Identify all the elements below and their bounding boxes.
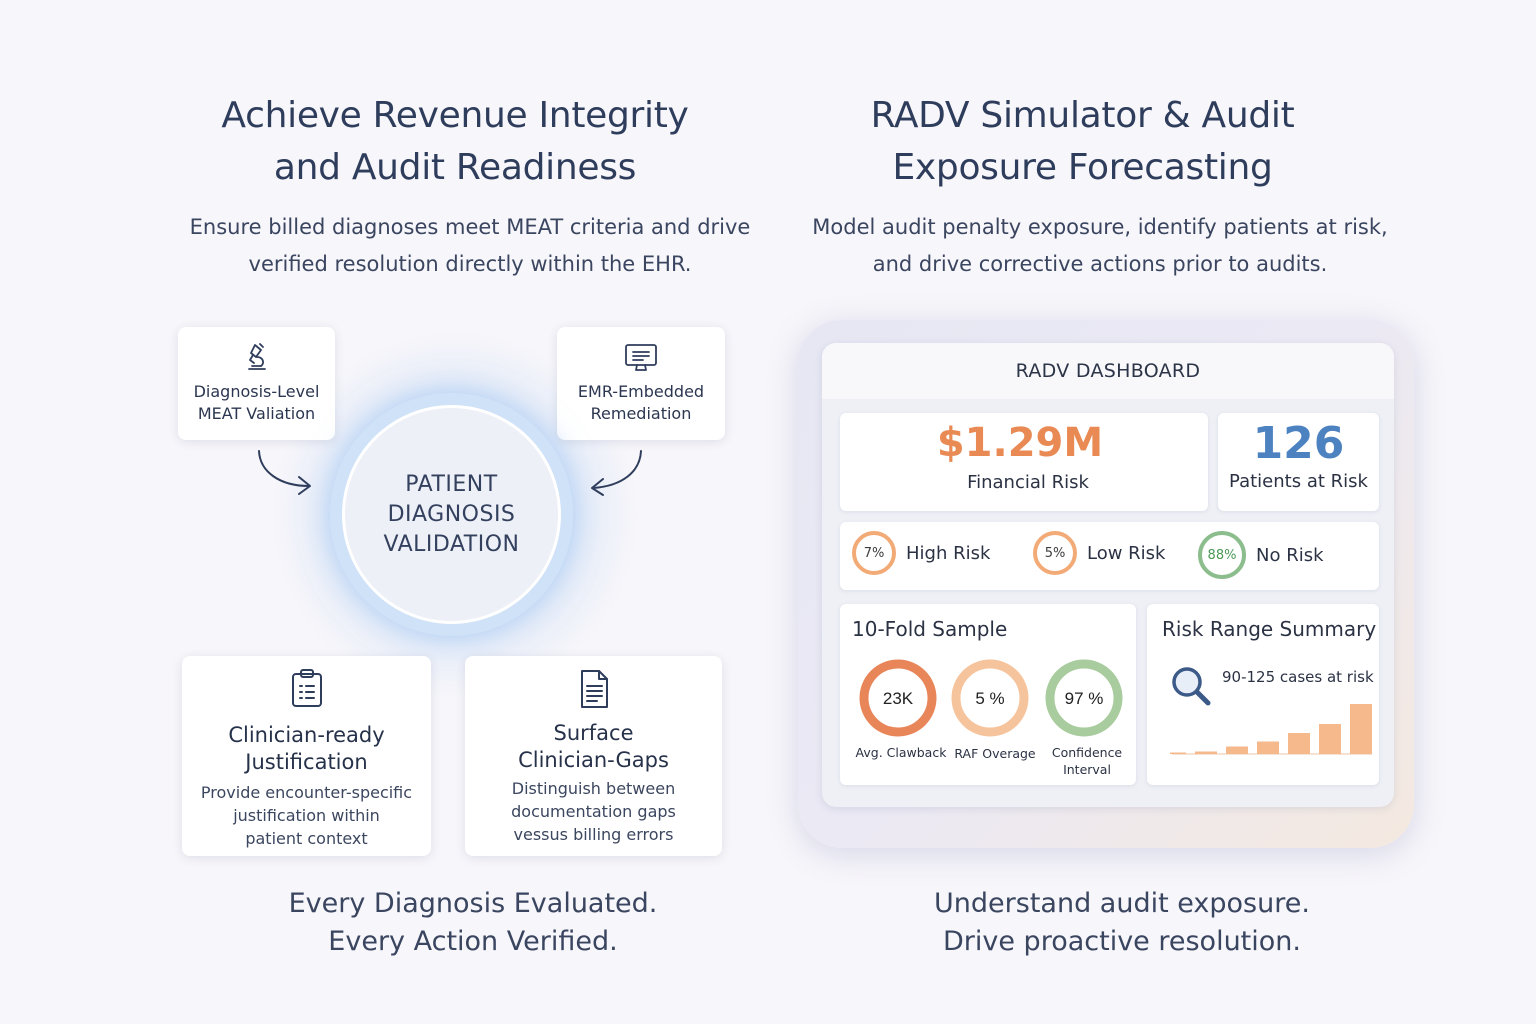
- risk-range-bar: [1319, 724, 1341, 754]
- center-line2: DIAGNOSIS: [387, 501, 516, 527]
- right-curved-arrow-icon: [591, 450, 642, 496]
- patients-at-risk-label: Patients at Risk: [1229, 471, 1368, 492]
- raf-overage-donut: 5 %: [951, 659, 1029, 737]
- high-risk-ring: 7%: [852, 531, 896, 575]
- left-tagline: Every Diagnosis Evaluated. Every Action …: [288, 888, 658, 957]
- gaps-desc-line1: Distinguish between: [511, 779, 676, 798]
- risk-range-bar: [1288, 733, 1310, 754]
- patients-at-risk-value: 126: [1252, 418, 1345, 469]
- risk-range-bar: [1350, 704, 1372, 754]
- no-risk-label: No Risk: [1256, 544, 1324, 566]
- left-heading: Achieve Revenue Integrity and Audit Read…: [221, 95, 689, 188]
- meat-card-line1: Diagnosis-Level: [193, 382, 320, 401]
- emr-card-line1: EMR-Embedded: [577, 382, 705, 401]
- emr-card-line2: Remediation: [590, 404, 692, 423]
- right-heading: RADV Simulator & Audit Exposure Forecast…: [870, 95, 1295, 188]
- microscope-icon: [247, 343, 266, 370]
- justification-desc-line2: justification within: [233, 806, 380, 825]
- risk-range-bar-chart: [1170, 704, 1372, 755]
- center-line3: VALIDATION: [383, 531, 520, 557]
- patient-diagnosis-validation-circle: PATIENT DIAGNOSIS VALIDATION: [342, 405, 561, 624]
- dashboard-title: RADV DASHBOARD: [822, 343, 1394, 399]
- confidence-donut: 97 %: [1045, 659, 1123, 737]
- document-icon: [580, 670, 608, 708]
- confidence-value: 97 %: [1065, 689, 1104, 708]
- clinician-gaps-card: Surface Clinician-Gaps Distinguish betwe…: [465, 656, 722, 856]
- search-icon: [1172, 667, 1211, 706]
- risk-range-bar: [1226, 746, 1248, 754]
- financial-risk-panel: [840, 413, 1208, 511]
- financial-risk-value: $1.29M: [936, 420, 1104, 466]
- high-risk-item: 7% High Risk: [852, 531, 990, 575]
- left-subheading: Ensure billed diagnoses meet MEAT criter…: [189, 215, 751, 276]
- gaps-desc-line2: documentation gaps: [511, 802, 676, 821]
- right-subheading: Model audit penalty exposure, identify p…: [812, 215, 1388, 276]
- right-tagline: Understand audit exposure. Drive proacti…: [934, 888, 1310, 957]
- meat-card-line2: MEAT Valiation: [197, 404, 316, 423]
- no-risk-item: 88% No Risk: [1198, 531, 1324, 579]
- left-curved-arrow-icon: [258, 450, 311, 495]
- clipboard-icon: [291, 669, 322, 707]
- financial-risk-label: Financial Risk: [967, 472, 1089, 493]
- meat-validation-card: Diagnosis-Level MEAT Valiation: [178, 327, 335, 440]
- gaps-title-line1: Surface: [553, 721, 634, 745]
- clawback-label: Avg. Clawback: [855, 745, 947, 760]
- low-risk-ring: 5%: [1033, 531, 1077, 575]
- risk-range-bar: [1257, 741, 1279, 754]
- raf-overage-label: RAF Overage: [954, 746, 1036, 761]
- risk-range-note: 90-125 cases at risk: [1222, 668, 1374, 686]
- justification-card: Clinician-ready Justification Provide en…: [182, 656, 431, 856]
- emr-remediation-card: EMR-Embedded Remediation: [557, 327, 725, 440]
- risk-range-bar: [1195, 751, 1217, 754]
- clawback-donut: 23K: [859, 659, 937, 737]
- raf-overage-value: 5 %: [975, 689, 1004, 708]
- justification-desc-line1: Provide encounter-specific: [200, 783, 413, 802]
- justification-title-line2: Justification: [245, 750, 368, 774]
- center-line1: PATIENT: [405, 471, 498, 497]
- clawback-value: 23K: [883, 689, 914, 708]
- no-risk-ring: 88%: [1198, 531, 1246, 579]
- high-risk-label: High Risk: [906, 542, 991, 564]
- justification-title-line1: Clinician-ready: [228, 723, 385, 747]
- risk-range-bar: [1170, 752, 1186, 754]
- gaps-title-line2: Clinician-Gaps: [518, 748, 669, 772]
- high-risk-pct: 7%: [863, 545, 885, 561]
- patients-at-risk-panel: [1218, 413, 1379, 511]
- risk-levels-panel: [840, 522, 1379, 590]
- low-risk-pct: 5%: [1044, 545, 1066, 561]
- monitor-icon: [625, 344, 657, 371]
- justification-desc-line3: patient context: [245, 829, 368, 848]
- low-risk-item: 5% Low Risk: [1033, 531, 1165, 575]
- low-risk-label: Low Risk: [1087, 542, 1166, 564]
- ten-fold-sample-title: 10-Fold Sample: [852, 617, 1008, 641]
- risk-range-title: Risk Range Summary: [1162, 617, 1377, 641]
- no-risk-pct: 88%: [1207, 547, 1237, 563]
- gaps-desc-line3: vessus billing errors: [513, 825, 674, 844]
- confidence-label: Confidence Interval: [1051, 745, 1123, 777]
